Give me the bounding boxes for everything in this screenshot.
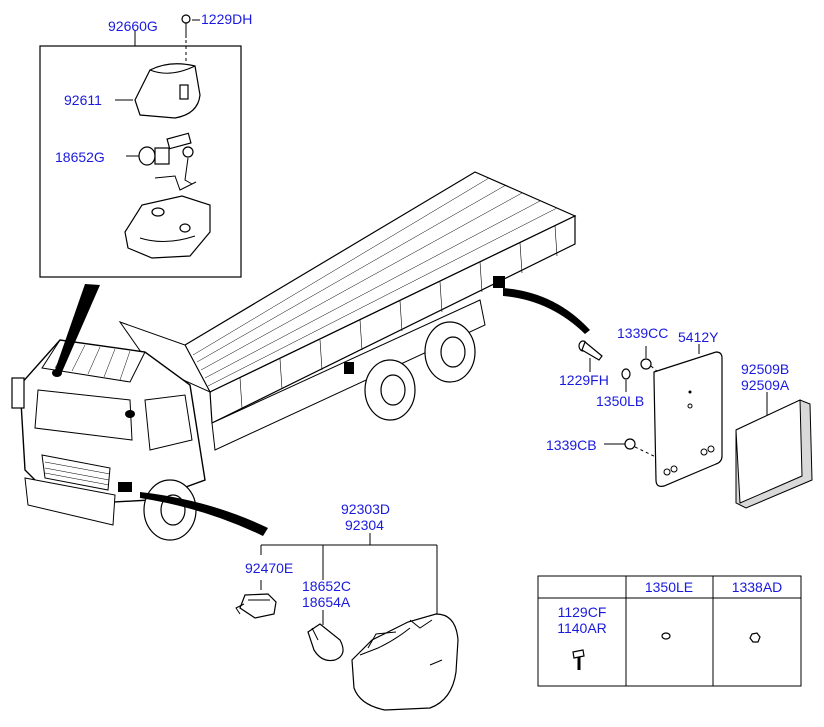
bracket-nut-top-part xyxy=(640,358,652,370)
table-row-label-1: 1129CF xyxy=(558,604,607,620)
callout-inset-screw: 1229DH xyxy=(201,11,252,27)
callout-inset-bulb: 18652G xyxy=(55,149,105,165)
table-clip-nut-part xyxy=(661,632,671,640)
inset-leader-arrow xyxy=(55,284,100,372)
callout-bracket-nut-bottom: 1339CB xyxy=(546,437,597,453)
callout-side-lamp-b: 92304 xyxy=(345,517,384,533)
callout-side-lamp-a: 92303D xyxy=(341,501,390,517)
callout-side-bulb-a: 18652C xyxy=(302,578,351,594)
callout-bracket-nut-top: 1339CC xyxy=(617,325,668,341)
inset-lens-part xyxy=(115,63,201,119)
reflector-leader-arrow xyxy=(503,288,590,334)
socket-part xyxy=(235,593,277,619)
callout-bracket-plate: 5412Y xyxy=(678,329,719,345)
reflector-bracket-assembly xyxy=(578,340,813,509)
table-header-1350le: 1350LE xyxy=(645,579,693,595)
callout-bracket-screw: 1229FH xyxy=(559,372,609,388)
callout-socket: 92470E xyxy=(245,560,293,576)
side-bulb-part xyxy=(307,623,344,662)
inset-bulb-part xyxy=(126,132,197,191)
table-bolt-part xyxy=(572,649,585,670)
truck-illustration xyxy=(11,171,577,541)
callout-reflector-b: 92509A xyxy=(741,377,790,393)
side-lamp-housing-part xyxy=(351,613,459,711)
table-header-1338ad: 1338AD xyxy=(732,579,783,595)
bracket-washer-part xyxy=(621,368,631,380)
callout-inset-lens: 92611 xyxy=(64,92,102,108)
marker-lamp-inset xyxy=(39,14,242,278)
callout-side-bulb-b: 18654A xyxy=(302,594,351,610)
bracket-nut-bottom-part xyxy=(624,438,636,450)
table-row-label-2: 1140AR xyxy=(557,620,607,636)
bracket-screw-part xyxy=(578,340,603,372)
callout-reflector-a: 92509B xyxy=(741,361,789,377)
side-lamp-assembly xyxy=(235,533,459,711)
fastener-table: 1350LE 1338AD 1129CF 1140AR xyxy=(537,575,802,687)
inset-screw-part xyxy=(181,14,200,66)
reflector-part xyxy=(735,392,813,509)
table-hex-nut-part xyxy=(749,632,761,643)
inset-base-part xyxy=(124,195,211,259)
bracket-plate-part xyxy=(653,344,723,487)
callout-inset-assembly: 92660G xyxy=(108,18,158,34)
callout-bracket-washer: 1350LB xyxy=(596,393,644,409)
side-lamp-leader-arrow xyxy=(140,492,268,536)
